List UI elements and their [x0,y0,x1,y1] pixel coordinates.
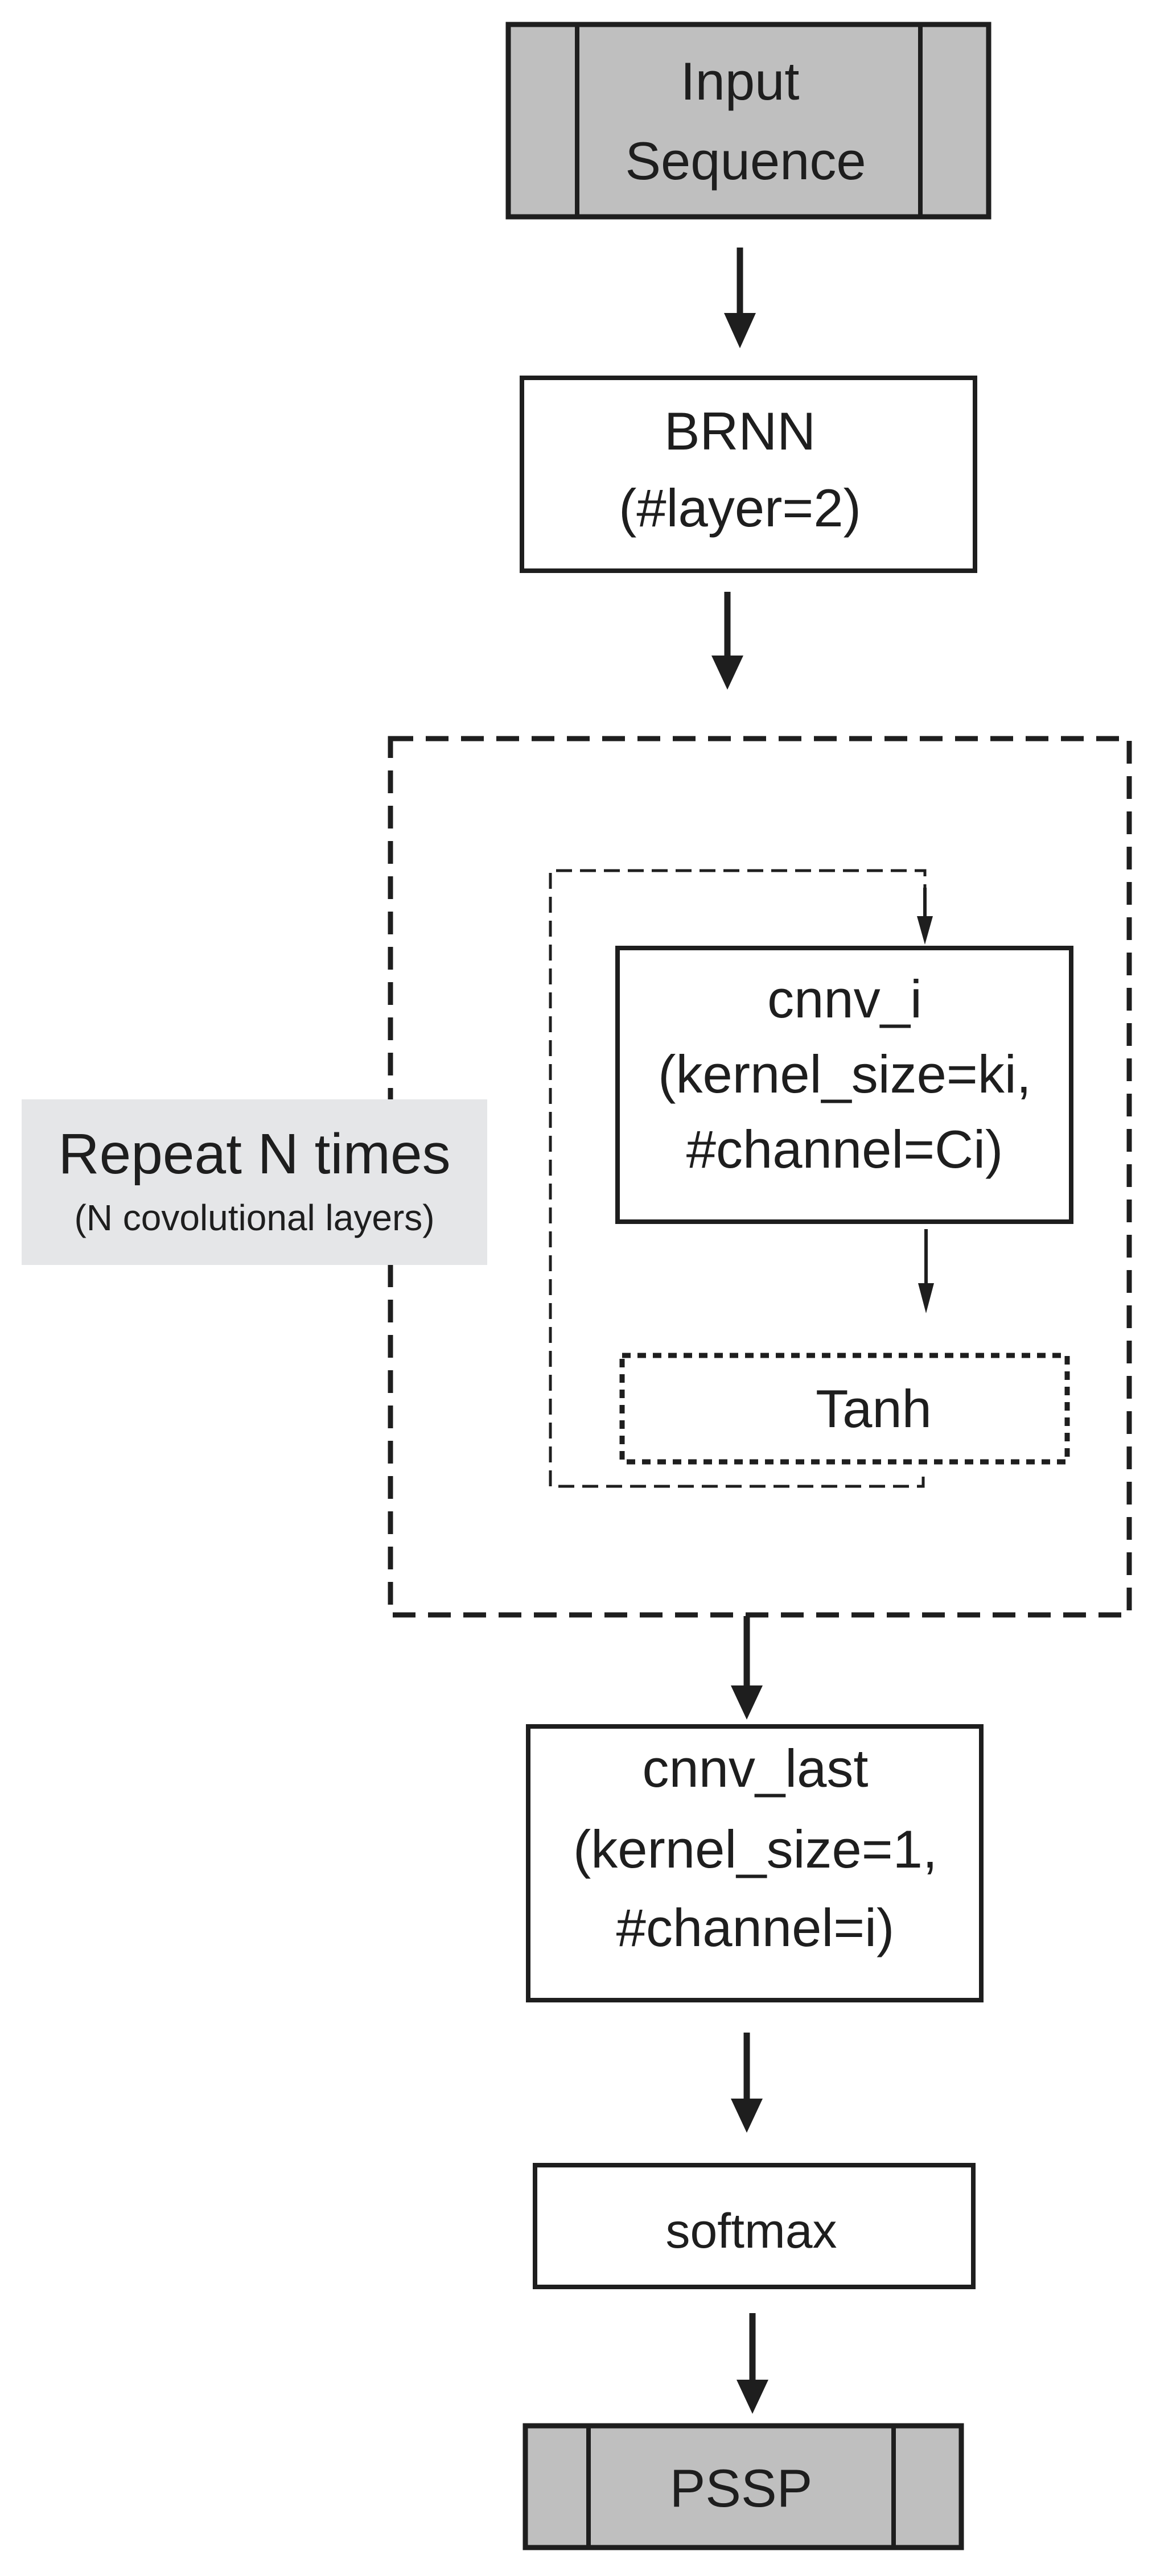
pssp-label: PSSP [670,2458,813,2518]
input-sequence-label-line2: Sequence [625,131,866,191]
cnnv-i-label-line3: #channel=Ci) [686,1119,1003,1179]
arrow-softmax-to-pssp [737,2313,768,2414]
arrow-cnnv-last-to-softmax [731,2033,763,2133]
softmax-node: softmax [533,2163,976,2289]
cnnv-last-label-line1: cnnv_last [642,1738,868,1798]
arrow-brnn-to-conv-block [711,592,743,690]
cnnv-i-label-line1: cnnv_i [767,969,922,1029]
arrow-cnnv-i-to-tanh [918,1229,934,1313]
brnn-label-line2: (#layer=2) [619,478,861,538]
arrow-input-to-brnn [724,248,756,348]
repeat-label-line1: Repeat N times [58,1122,450,1186]
tanh-label: Tanh [816,1379,932,1439]
cnnv-last-node: cnnv_last (kernel_size=1, #channel=i) [526,1724,984,2002]
brnn-label-line1: BRNN [664,401,816,461]
cnnv-last-label-line2: (kernel_size=1, [573,1819,937,1879]
repeat-label-line2: (N covolutional layers) [74,1197,434,1238]
repeat-loop-path [549,869,927,1488]
tanh-node: Tanh [619,1353,1070,1465]
repeat-label: Repeat N times (N covolutional layers) [22,1099,487,1265]
input-sequence-node: Input Sequence [505,22,991,220]
cnnv-last-label-line3: #channel=i) [616,1898,895,1957]
cnnv-i-node: cnnv_i (kernel_size=ki, #channel=Ci) [615,946,1073,1224]
arrow-conv-block-to-cnnv-last [731,1616,763,1720]
brnn-node: BRNN (#layer=2) [520,376,977,573]
softmax-label: softmax [665,2204,837,2258]
input-sequence-label-line1: Input [680,51,799,111]
pssp-output-node: PSSP [522,2423,964,2550]
loop-arrowhead [917,916,933,945]
cnnv-i-label-line2: (kernel_size=ki, [658,1044,1031,1104]
